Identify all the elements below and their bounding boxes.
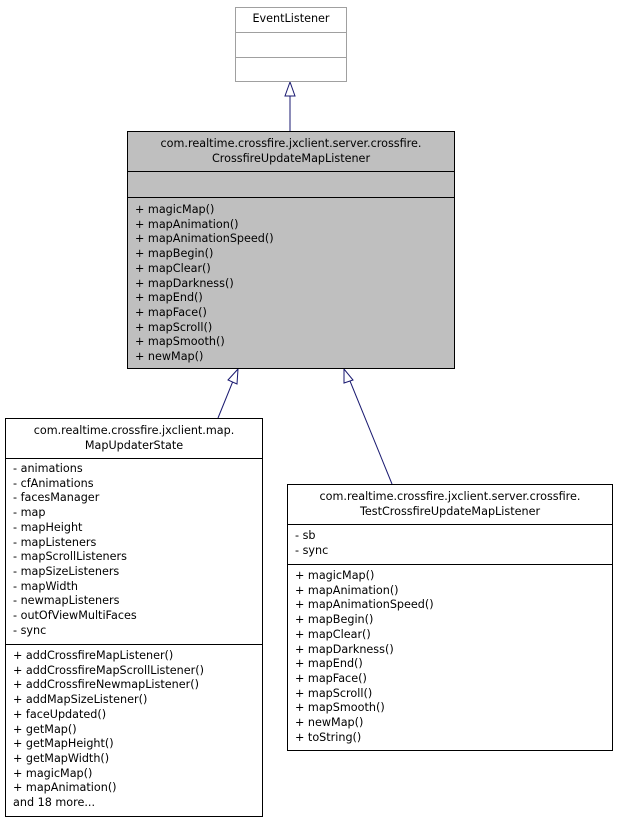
method-item: + addCrossfireNewmapListener() (13, 678, 199, 692)
attribute-item: - mapHeight (13, 520, 83, 534)
class-name: EventListener (236, 8, 346, 33)
attribute-item: - mapWidth (13, 579, 78, 593)
edge-testcrossfireupdatemaplistener-to-crossfireupdatemaplistener (349, 380, 393, 485)
arrowhead-crossfireupdatemaplistener-right (343, 367, 354, 384)
class-eventlistener[interactable]: EventListener (235, 7, 347, 82)
attributes-section (236, 33, 346, 58)
method-item: + mapDarkness() (295, 642, 394, 656)
attribute-item: - mapListeners (13, 535, 97, 549)
method-item: + getMapHeight() (13, 737, 114, 751)
method-item: + getMapWidth() (13, 751, 110, 765)
attribute-item: - cfAnimations (13, 476, 94, 490)
class-name: com.realtime.crossfire.jxclient.server.c… (288, 485, 612, 525)
methods-section: + magicMap()+ mapAnimation()+ mapAnimati… (288, 565, 612, 748)
class-name-line2: TestCrossfireUpdateMapListener (359, 505, 541, 518)
edge-mapupdaterstate-to-crossfireupdatemaplistener (217, 380, 234, 419)
methods-section (236, 58, 346, 81)
attribute-item: - sync (295, 543, 329, 557)
attribute-item: - sb (295, 529, 316, 542)
method-item: + mapAnimationSpeed() (135, 232, 274, 246)
method-item: + toString() (295, 730, 362, 744)
method-item: + mapScroll() (135, 320, 213, 334)
methods-section: + magicMap()+ mapAnimation()+ mapAnimati… (128, 198, 454, 368)
method-item: + mapSmooth() (295, 701, 385, 715)
method-item: + mapAnimationSpeed() (295, 598, 434, 612)
class-name-line1: com.realtime.crossfire.jxclient.map. (33, 424, 235, 437)
class-mapupdaterstate[interactable]: com.realtime.crossfire.jxclient.map. Map… (5, 418, 263, 817)
method-item: + mapAnimation() (13, 781, 117, 795)
method-item: + getMap() (13, 722, 77, 736)
method-item: + mapScroll() (295, 686, 373, 700)
attribute-item: - mapScrollListeners (13, 550, 127, 564)
attribute-item: - outOfViewMultiFaces (13, 609, 137, 623)
method-item: + mapBegin() (295, 613, 374, 627)
method-item: and 18 more... (13, 796, 96, 810)
method-item: + addCrossfireMapListener() (13, 649, 174, 662)
attributes-section: - sb- sync (288, 525, 612, 565)
method-item: + mapClear() (295, 627, 371, 641)
class-name-line1: com.realtime.crossfire.jxclient.server.c… (160, 137, 422, 150)
method-item: + addMapSizeListener() (13, 693, 148, 707)
method-item: + newMap() (295, 716, 364, 730)
method-item: + mapDarkness() (135, 276, 234, 290)
arrowhead-crossfireupdatemaplistener-left (227, 367, 239, 385)
attribute-item: - facesManager (13, 491, 100, 505)
method-item: + mapSmooth() (135, 335, 225, 349)
method-item: + mapClear() (135, 261, 211, 275)
method-item: + mapFace() (295, 671, 367, 685)
methods-section: + addCrossfireMapListener()+ addCrossfir… (6, 645, 262, 814)
class-crossfireupdatemaplistener[interactable]: com.realtime.crossfire.jxclient.server.c… (127, 131, 455, 369)
class-name: com.realtime.crossfire.jxclient.server.c… (128, 132, 454, 172)
attributes-section: - animations- cfAnimations- facesManager… (6, 459, 262, 645)
method-item: + mapEnd() (295, 657, 363, 671)
method-item: + newMap() (135, 350, 204, 364)
attribute-item: - newmapListeners (13, 594, 120, 608)
class-name-line2: CrossfireUpdateMapListener (211, 152, 371, 165)
method-item: + mapAnimation() (295, 583, 399, 597)
arrowhead-eventlistener (284, 80, 296, 97)
class-testcrossfireupdatemaplistener[interactable]: com.realtime.crossfire.jxclient.server.c… (287, 484, 613, 751)
class-name-line1: com.realtime.crossfire.jxclient.server.c… (319, 490, 581, 503)
class-name-line2: MapUpdaterState (84, 439, 184, 452)
method-item: + magicMap() (13, 766, 93, 780)
method-item: + faceUpdated() (13, 707, 107, 721)
attribute-item: - mapSizeListeners (13, 564, 120, 578)
method-item: + mapEnd() (135, 291, 203, 305)
attributes-section (128, 172, 454, 198)
method-item: + mapFace() (135, 305, 207, 319)
method-item: + magicMap() (135, 203, 215, 216)
method-item: + magicMap() (295, 569, 375, 582)
attribute-item: - sync (13, 623, 47, 637)
attribute-item: - map (13, 506, 46, 520)
method-item: + mapBegin() (135, 247, 214, 261)
method-item: + addCrossfireMapScrollListener() (13, 663, 204, 677)
attribute-item: - animations (13, 462, 83, 475)
method-item: + mapAnimation() (135, 217, 239, 231)
class-name: com.realtime.crossfire.jxclient.map. Map… (6, 419, 262, 459)
